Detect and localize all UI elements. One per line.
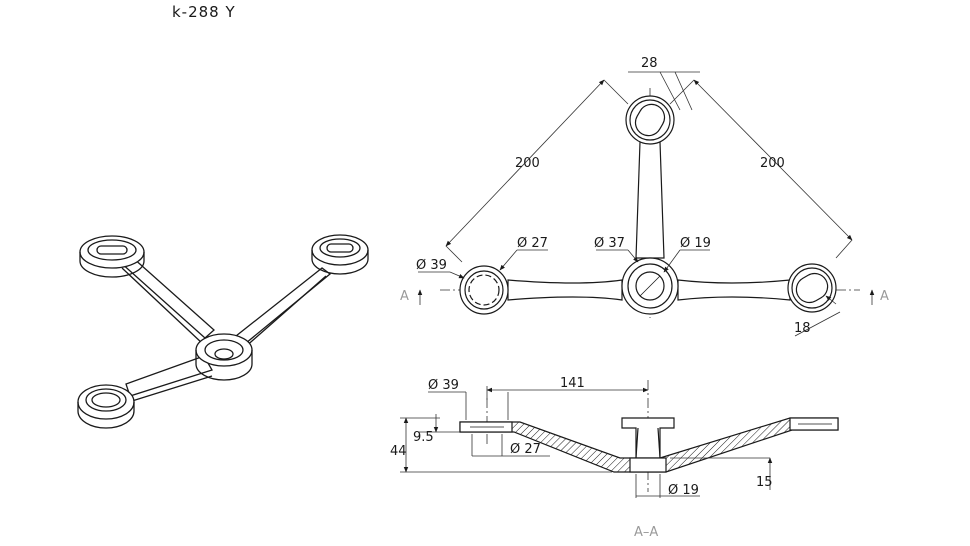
section-mark-left: A <box>400 289 409 304</box>
dim-44: 44 <box>390 444 407 459</box>
iso-lug-top-right <box>311 234 369 275</box>
top-view <box>440 88 860 318</box>
dim-dia-39-side: Ø 39 <box>428 378 459 393</box>
top-arm-left <box>507 279 623 301</box>
dim-18: 18 <box>794 321 811 336</box>
dim-dia-19-top: Ø 19 <box>680 236 711 251</box>
dim-200-left: 200 <box>515 156 540 171</box>
top-dimensions <box>417 71 875 337</box>
dim-200-right: 200 <box>760 156 785 171</box>
section-dimensions <box>400 386 773 498</box>
dim-dia-27-top: Ø 27 <box>517 236 548 251</box>
dim-15: 15 <box>756 475 773 490</box>
section-mark-right: A <box>880 289 889 304</box>
top-arm-right <box>677 279 791 301</box>
top-arm-vertical <box>635 141 665 259</box>
section-hub <box>621 417 675 473</box>
dim-dia-39-top: Ø 39 <box>416 258 447 273</box>
iso-arms <box>118 256 332 402</box>
dim-dia-19-side: Ø 19 <box>668 483 699 498</box>
top-center-hub <box>621 257 679 315</box>
section-view <box>459 380 839 492</box>
section-label: A–A <box>634 525 658 540</box>
iso-center-hub <box>195 333 253 381</box>
drawing-title: k-288 Y <box>172 3 236 21</box>
dim-9-5: 9.5 <box>413 430 434 445</box>
section-centerlines <box>486 380 649 492</box>
dim-141: 141 <box>560 376 585 391</box>
isometric-view <box>77 234 369 429</box>
top-lug-right <box>787 263 837 313</box>
iso-lug-bottom <box>77 384 135 429</box>
top-lug-upper <box>625 95 675 145</box>
dim-dia-27-side: Ø 27 <box>510 442 541 457</box>
dim-28: 28 <box>641 56 658 71</box>
iso-lug-top-left <box>79 235 145 278</box>
dim-dia-37: Ø 37 <box>594 236 625 251</box>
top-lug-left <box>459 265 509 315</box>
